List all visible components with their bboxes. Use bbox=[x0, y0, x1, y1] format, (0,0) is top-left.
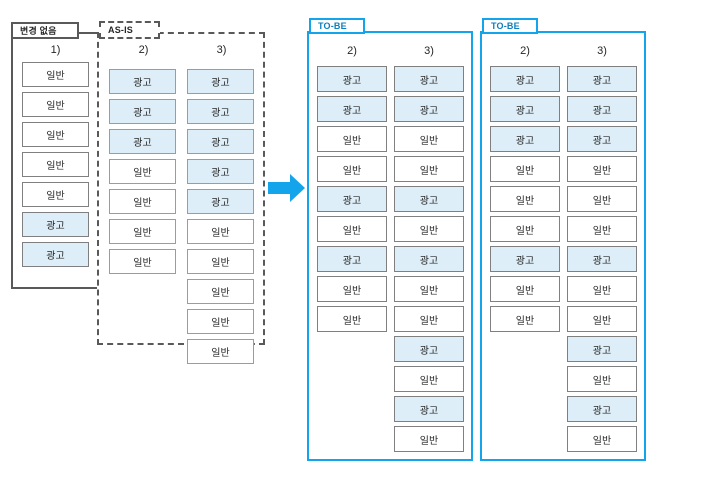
item-box-ad[interactable]: 광고 bbox=[109, 129, 176, 154]
item-box-normal[interactable]: 일반 bbox=[490, 156, 560, 182]
item-box-normal[interactable]: 일반 bbox=[187, 339, 254, 364]
item-box-ad[interactable]: 광고 bbox=[490, 96, 560, 122]
column-header-3-asis: 3) bbox=[216, 44, 227, 56]
item-box-ad[interactable]: 광고 bbox=[567, 126, 637, 152]
item-box-normal[interactable]: 일반 bbox=[22, 92, 89, 117]
item-box-ad[interactable]: 광고 bbox=[567, 96, 637, 122]
item-box-normal[interactable]: 일반 bbox=[394, 306, 464, 332]
item-box-ad[interactable]: 광고 bbox=[394, 96, 464, 122]
item-box-normal[interactable]: 일반 bbox=[109, 159, 176, 184]
item-box-ad[interactable]: 광고 bbox=[109, 69, 176, 94]
item-box-normal[interactable]: 일반 bbox=[567, 426, 637, 452]
tab-label: TO-BE bbox=[318, 21, 347, 31]
item-box-normal[interactable]: 일반 bbox=[109, 189, 176, 214]
item-box-normal[interactable]: 일반 bbox=[567, 366, 637, 392]
item-box-normal[interactable]: 일반 bbox=[317, 306, 387, 332]
item-box-normal[interactable]: 일반 bbox=[22, 62, 89, 87]
item-box-ad[interactable]: 광고 bbox=[394, 66, 464, 92]
item-box-ad[interactable]: 광고 bbox=[490, 246, 560, 272]
item-box-normal[interactable]: 일반 bbox=[317, 156, 387, 182]
tab-no-change: 변경 없음 bbox=[11, 22, 79, 39]
right-arrow-icon bbox=[268, 172, 306, 204]
item-box-normal[interactable]: 일반 bbox=[109, 219, 176, 244]
item-box-normal[interactable]: 일반 bbox=[187, 279, 254, 304]
item-box-ad[interactable]: 광고 bbox=[317, 186, 387, 212]
item-box-normal[interactable]: 일반 bbox=[22, 182, 89, 207]
tab-label: 변경 없음 bbox=[20, 26, 57, 36]
item-box-ad[interactable]: 광고 bbox=[567, 336, 637, 362]
item-box-normal[interactable]: 일반 bbox=[394, 366, 464, 392]
item-box-ad[interactable]: 광고 bbox=[109, 99, 176, 124]
item-box-normal[interactable]: 일반 bbox=[187, 309, 254, 334]
item-box-normal[interactable]: 일반 bbox=[394, 276, 464, 302]
item-box-normal[interactable]: 일반 bbox=[567, 186, 637, 212]
item-box-normal[interactable]: 일반 bbox=[490, 276, 560, 302]
item-box-ad[interactable]: 광고 bbox=[317, 66, 387, 92]
item-box-ad[interactable]: 광고 bbox=[490, 126, 560, 152]
column-header-2-tobe2: 2) bbox=[520, 45, 530, 57]
item-box-normal[interactable]: 일반 bbox=[567, 156, 637, 182]
item-box-ad[interactable]: 광고 bbox=[567, 66, 637, 92]
item-box-normal[interactable]: 일반 bbox=[567, 216, 637, 242]
item-box-ad[interactable]: 광고 bbox=[567, 396, 637, 422]
item-box-ad[interactable]: 광고 bbox=[394, 186, 464, 212]
item-box-normal[interactable]: 일반 bbox=[490, 186, 560, 212]
column-header-3-tobe1: 3) bbox=[424, 45, 434, 57]
column-header-2-asis: 2) bbox=[138, 44, 149, 56]
item-box-ad[interactable]: 광고 bbox=[394, 396, 464, 422]
tab-to-be-1: TO-BE bbox=[309, 18, 365, 34]
item-box-normal[interactable]: 일반 bbox=[490, 216, 560, 242]
tab-as-is: AS-IS bbox=[99, 21, 160, 39]
tab-label: TO-BE bbox=[491, 21, 520, 31]
item-box-normal[interactable]: 일반 bbox=[317, 276, 387, 302]
column-header-1: 1) bbox=[50, 44, 61, 56]
item-box-ad[interactable]: 광고 bbox=[22, 242, 89, 267]
item-box-normal[interactable]: 일반 bbox=[394, 426, 464, 452]
item-box-ad[interactable]: 광고 bbox=[317, 246, 387, 272]
column-header-3-tobe2: 3) bbox=[597, 45, 607, 57]
tab-to-be-2: TO-BE bbox=[482, 18, 538, 34]
item-box-normal[interactable]: 일반 bbox=[22, 152, 89, 177]
item-box-normal[interactable]: 일반 bbox=[490, 306, 560, 332]
item-box-normal[interactable]: 일반 bbox=[394, 216, 464, 242]
item-box-ad[interactable]: 광고 bbox=[22, 212, 89, 237]
item-box-ad[interactable]: 광고 bbox=[317, 96, 387, 122]
item-box-ad[interactable]: 광고 bbox=[394, 336, 464, 362]
item-box-ad[interactable]: 광고 bbox=[187, 189, 254, 214]
item-box-ad[interactable]: 광고 bbox=[490, 66, 560, 92]
item-box-ad[interactable]: 광고 bbox=[187, 69, 254, 94]
item-box-ad[interactable]: 광고 bbox=[187, 159, 254, 184]
tab-label: AS-IS bbox=[108, 25, 134, 35]
item-box-normal[interactable]: 일반 bbox=[109, 249, 176, 274]
column-header-2-tobe1: 2) bbox=[347, 45, 357, 57]
item-box-ad[interactable]: 광고 bbox=[394, 246, 464, 272]
item-box-ad[interactable]: 광고 bbox=[567, 246, 637, 272]
item-box-normal[interactable]: 일반 bbox=[567, 306, 637, 332]
item-box-ad[interactable]: 광고 bbox=[187, 99, 254, 124]
item-box-normal[interactable]: 일반 bbox=[22, 122, 89, 147]
item-box-normal[interactable]: 일반 bbox=[317, 126, 387, 152]
item-box-normal[interactable]: 일반 bbox=[317, 216, 387, 242]
item-box-normal[interactable]: 일반 bbox=[187, 219, 254, 244]
item-box-normal[interactable]: 일반 bbox=[567, 276, 637, 302]
item-box-normal[interactable]: 일반 bbox=[187, 249, 254, 274]
item-box-normal[interactable]: 일반 bbox=[394, 126, 464, 152]
item-box-ad[interactable]: 광고 bbox=[187, 129, 254, 154]
item-box-normal[interactable]: 일반 bbox=[394, 156, 464, 182]
